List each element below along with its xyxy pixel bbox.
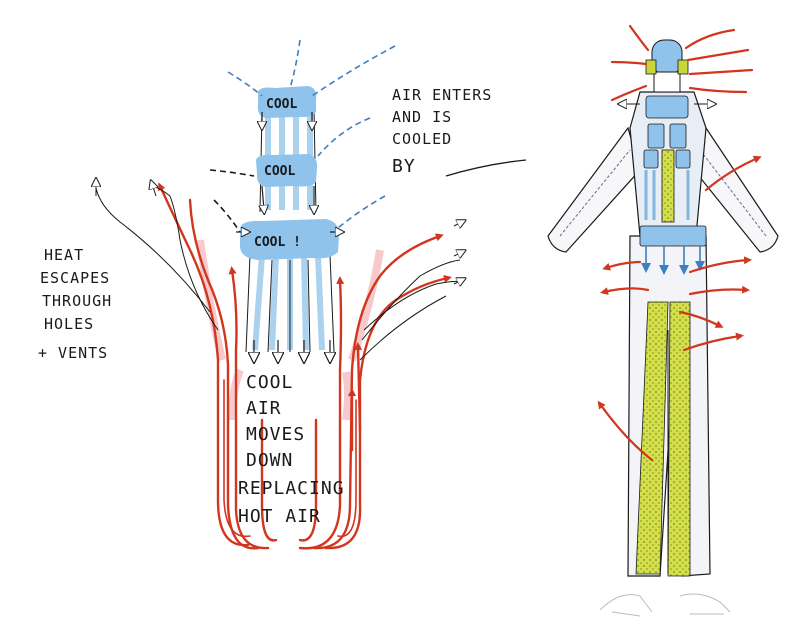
heat-line-3: THROUGH — [42, 292, 112, 310]
heat-line-4: HOLES — [44, 315, 94, 333]
cool-air-line-2: AIR — [246, 398, 282, 419]
air-enters-line-2: AND IS — [392, 108, 452, 126]
left-cooling-diagram: COOL COOL COOL ! — [38, 40, 526, 548]
cool-label-3: COOL ! — [254, 235, 301, 250]
cool-pad-3: COOL ! — [240, 219, 339, 260]
cool-label-1: COOL — [266, 97, 297, 112]
blank-underline — [446, 160, 526, 176]
cool-label-2: COOL — [264, 164, 295, 179]
air-enters-line-4: BY — [392, 156, 416, 177]
incoming-air-lines — [210, 40, 395, 232]
suit-figure — [548, 26, 778, 616]
suit-head — [646, 40, 688, 92]
heat-escapes-note: HEAT ESCAPES THROUGH HOLES + VENTS — [38, 246, 112, 362]
cool-air-moves-note: COOL AIR MOVES DOWN REPLACING HOT AIR — [238, 372, 345, 527]
heat-line-1: HEAT — [44, 246, 84, 264]
heat-escape-thin-lines — [96, 186, 462, 360]
air-enters-line-1: AIR ENTERS — [392, 86, 492, 104]
cool-pad-1: COOL — [258, 86, 316, 118]
cool-air-line-6: HOT AIR — [238, 506, 321, 527]
right-leg-gel-strip — [668, 302, 690, 576]
cool-air-line-1: COOL — [246, 372, 293, 393]
cool-air-line-5: REPLACING — [238, 478, 345, 499]
air-enters-line-3: COOLED — [392, 130, 452, 148]
suit-feet — [600, 594, 730, 616]
heat-line-5: + VENTS — [38, 344, 108, 362]
spine-gel — [662, 150, 674, 222]
cool-air-line-3: MOVES — [246, 424, 305, 445]
cool-pad-2: COOL — [256, 154, 317, 187]
air-enters-note: AIR ENTERS AND IS COOLED BY — [392, 86, 526, 177]
cool-air-line-4: DOWN — [246, 450, 293, 471]
heat-line-2: ESCAPES — [40, 269, 110, 287]
left-arm — [548, 128, 640, 252]
